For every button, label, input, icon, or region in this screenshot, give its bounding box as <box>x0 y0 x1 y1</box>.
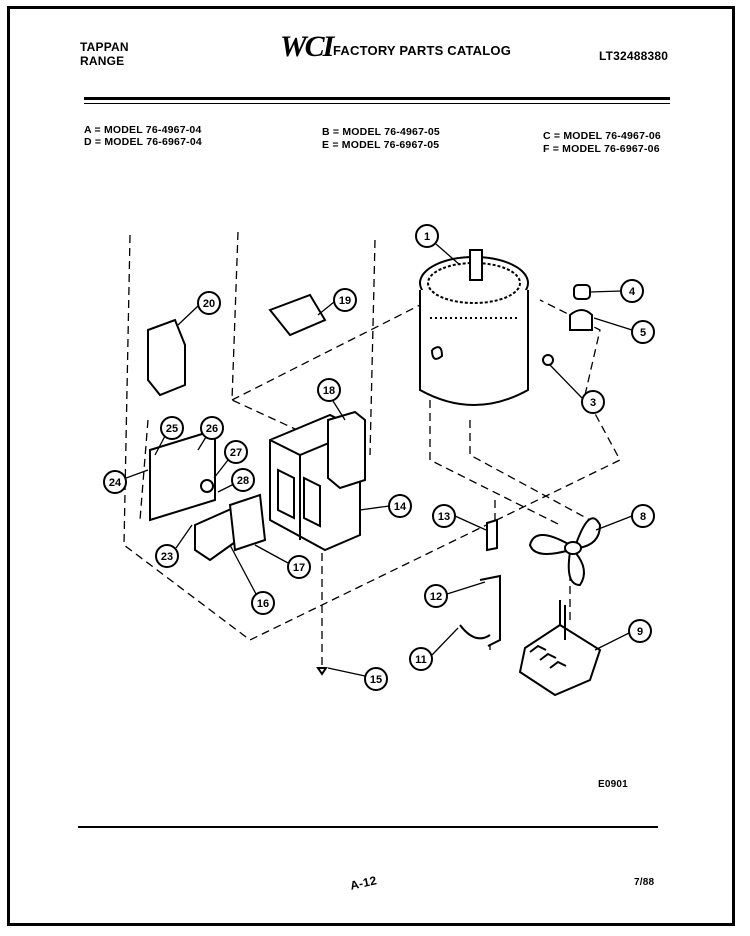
control-module <box>269 410 366 552</box>
callout-27: 27 <box>224 440 248 464</box>
callout-15: 15 <box>364 667 388 691</box>
callout-25: 25 <box>160 416 184 440</box>
leader-lines <box>125 243 633 677</box>
svg-text:27: 27 <box>230 447 242 459</box>
callout-26: 26 <box>200 416 224 440</box>
svg-text:5: 5 <box>640 327 646 339</box>
bracket-assembly <box>149 428 267 562</box>
callout-16: 16 <box>251 591 275 615</box>
svg-text:4: 4 <box>629 286 636 298</box>
svg-text:11: 11 <box>415 654 427 666</box>
callout-5: 5 <box>631 320 655 344</box>
switch-parts <box>147 284 593 676</box>
svg-text:3: 3 <box>590 397 596 409</box>
svg-text:18: 18 <box>323 385 335 397</box>
callout-24: 24 <box>103 470 127 494</box>
svg-text:9: 9 <box>637 626 643 638</box>
svg-text:28: 28 <box>237 475 249 487</box>
catalog-title: FACTORY PARTS CATALOG <box>333 43 512 58</box>
date-code: 7/88 <box>634 877 655 888</box>
svg-text:17: 17 <box>293 562 305 574</box>
callout-17: 17 <box>287 555 311 579</box>
svg-text:16: 16 <box>257 598 269 610</box>
model-d: D = MODEL 76-6967-04 <box>84 136 202 148</box>
callout-circles: 1 3 4 5 8 9 11 12 13 14 15 16 17 18 19 2… <box>103 224 655 691</box>
fan-blade <box>528 517 602 587</box>
svg-text:25: 25 <box>166 423 178 435</box>
svg-text:20: 20 <box>203 298 215 310</box>
header-rule <box>84 97 670 100</box>
callout-28: 28 <box>231 468 255 492</box>
model-e: E = MODEL 76-6967-05 <box>322 139 440 151</box>
callout-19: 19 <box>333 288 357 312</box>
callout-18: 18 <box>317 378 341 402</box>
callout-23: 23 <box>155 544 179 568</box>
svg-text:14: 14 <box>394 501 407 513</box>
svg-text:24: 24 <box>109 477 122 489</box>
figure-code: E0901 <box>598 779 628 790</box>
callout-4: 4 <box>620 279 644 303</box>
callout-14: 14 <box>388 494 412 518</box>
footer-rule <box>78 826 658 828</box>
wci-logo: WCI <box>280 30 334 63</box>
svg-text:13: 13 <box>438 511 450 523</box>
svg-text:8: 8 <box>640 511 646 523</box>
model-b: B = MODEL 76-4967-05 <box>322 126 440 138</box>
brand-line-2: RANGE <box>80 54 125 68</box>
model-c: C = MODEL 76-4967-06 <box>543 130 661 142</box>
brand-line-1: TAPPAN <box>80 40 129 54</box>
callout-12: 12 <box>424 584 448 608</box>
callout-3: 3 <box>581 390 605 414</box>
page-border <box>7 6 735 926</box>
svg-text:15: 15 <box>370 674 382 686</box>
svg-text:23: 23 <box>161 551 173 563</box>
callout-11: 11 <box>409 647 433 671</box>
svg-text:19: 19 <box>339 295 351 307</box>
callout-20: 20 <box>197 291 221 315</box>
fan-motor <box>419 249 529 406</box>
svg-text:1: 1 <box>424 231 430 243</box>
model-f: F = MODEL 76-6967-06 <box>543 143 660 155</box>
document-number: LT32488380 <box>599 49 669 63</box>
svg-text:12: 12 <box>430 591 442 603</box>
svg-text:26: 26 <box>206 423 218 435</box>
header-rule-thin <box>84 103 670 104</box>
callout-1: 1 <box>415 224 439 248</box>
callout-9: 9 <box>628 619 652 643</box>
small-motor <box>518 600 602 697</box>
callout-13: 13 <box>432 504 456 528</box>
callout-8: 8 <box>631 504 655 528</box>
model-a: A = MODEL 76-4967-04 <box>84 124 202 136</box>
